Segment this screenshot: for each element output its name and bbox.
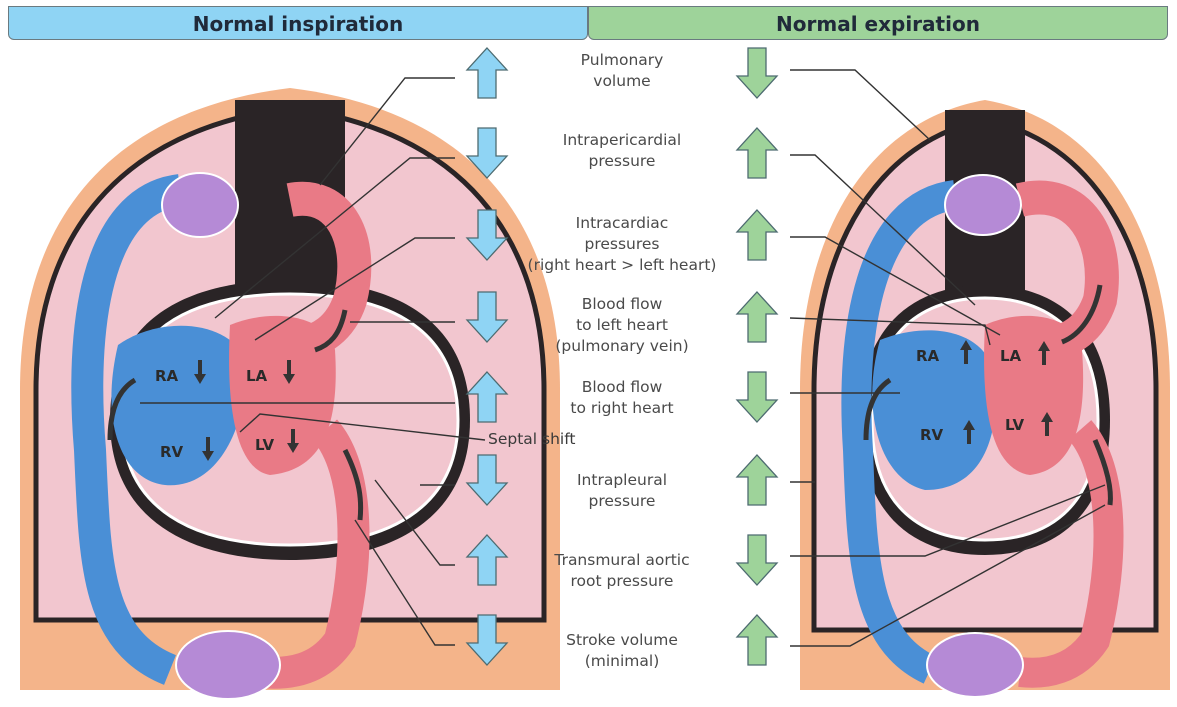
- vessel-hub-top-left: [162, 173, 238, 237]
- label-lv-expiration: LV: [1005, 416, 1024, 434]
- arrow-expiration-row-4: [737, 372, 777, 422]
- arrow-expiration-row-6: [737, 535, 777, 585]
- label-rv-inspiration: RV: [160, 443, 184, 461]
- vessel-hub-top-right: [945, 175, 1021, 235]
- label-la-expiration: LA: [1000, 347, 1022, 365]
- label-ra-inspiration: RA: [155, 367, 179, 385]
- vessel-hub-bottom-left: [176, 631, 280, 699]
- label-ra-expiration: RA: [916, 347, 940, 365]
- row-label-7: Stroke volume(minimal): [502, 630, 742, 672]
- label-la-inspiration: LA: [246, 367, 268, 385]
- leader-pulmonary-volume-exp: [790, 70, 930, 140]
- arrow-expiration-row-7: [737, 615, 777, 665]
- vessel-hub-bottom-right: [927, 633, 1023, 697]
- septal-shift-label: Septal shift: [488, 430, 576, 448]
- arrow-inspiration-row-0: [467, 48, 507, 98]
- arrow-expiration-row-2: [737, 210, 777, 260]
- label-lv-inspiration: LV: [255, 436, 274, 454]
- thorax-expiration: [800, 100, 1170, 697]
- arrow-expiration-row-5: [737, 455, 777, 505]
- arrow-expiration-row-1: [737, 128, 777, 178]
- arrow-expiration-row-3: [737, 292, 777, 342]
- arrow-expiration-row-0: [737, 48, 777, 98]
- label-rv-expiration: RV: [920, 426, 944, 444]
